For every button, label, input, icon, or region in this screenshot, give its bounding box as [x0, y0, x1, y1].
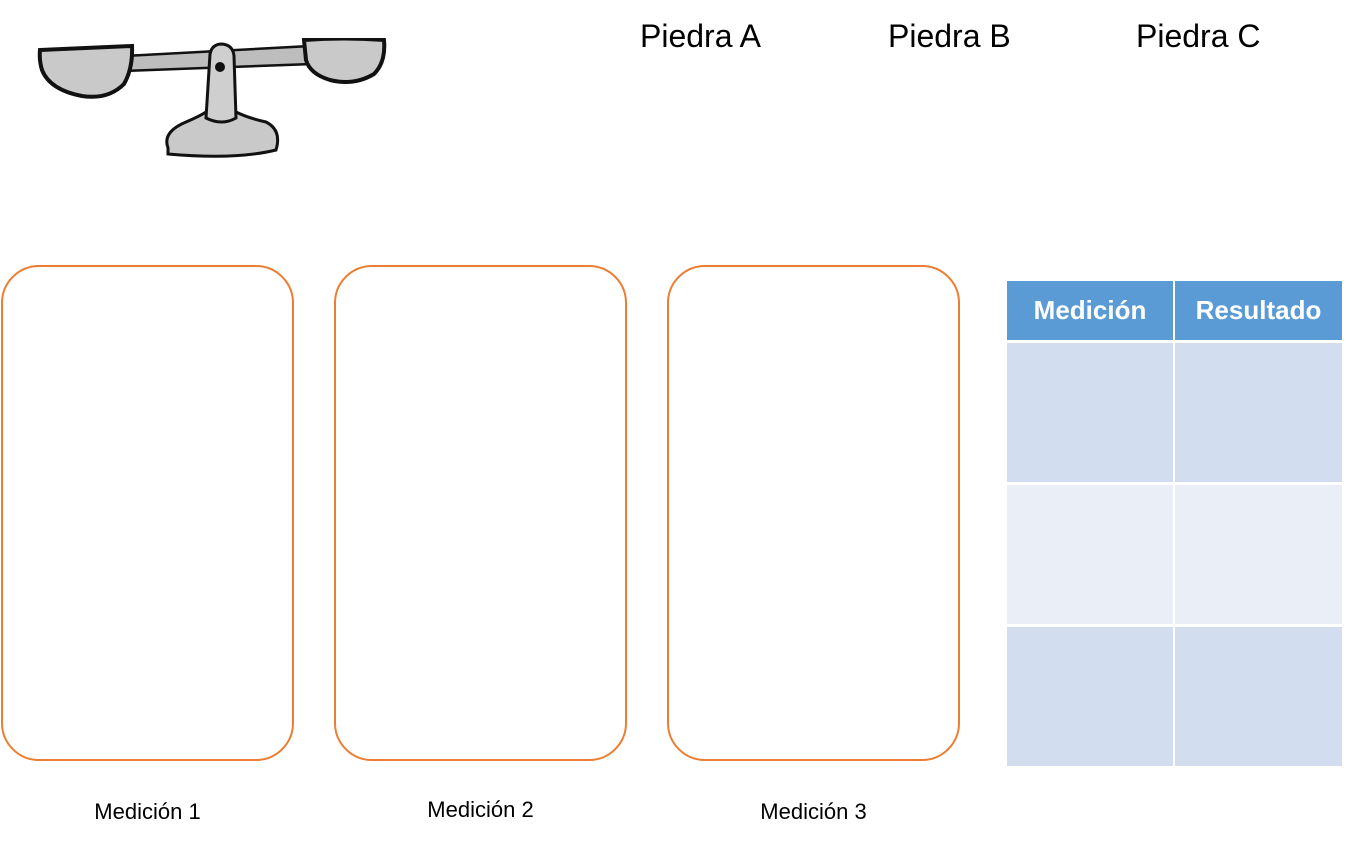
results-table: Medición Resultado [1007, 281, 1342, 767]
table-cell[interactable] [1175, 485, 1342, 624]
balance-scale-icon [37, 38, 387, 158]
table-cell[interactable] [1175, 343, 1342, 482]
table-cell[interactable] [1175, 627, 1342, 766]
stone-label-a: Piedra A [640, 18, 761, 54]
table-cell[interactable] [1007, 485, 1173, 624]
table-header-resultado: Resultado [1175, 281, 1342, 340]
table-cell[interactable] [1007, 343, 1173, 482]
table-header-medicion: Medición [1007, 281, 1173, 340]
measurement-panel-1[interactable] [1, 265, 294, 761]
measurement-label-1: Medición 1 [94, 799, 201, 824]
measurement-panel-2[interactable] [334, 265, 627, 761]
measurement-label-3: Medición 3 [760, 799, 867, 824]
stone-label-b: Piedra B [888, 18, 1011, 54]
measurement-panel-3[interactable] [667, 265, 960, 761]
measurement-label-2: Medición 2 [427, 797, 534, 822]
stone-label-c: Piedra C [1136, 18, 1261, 54]
table-cell[interactable] [1007, 627, 1173, 766]
